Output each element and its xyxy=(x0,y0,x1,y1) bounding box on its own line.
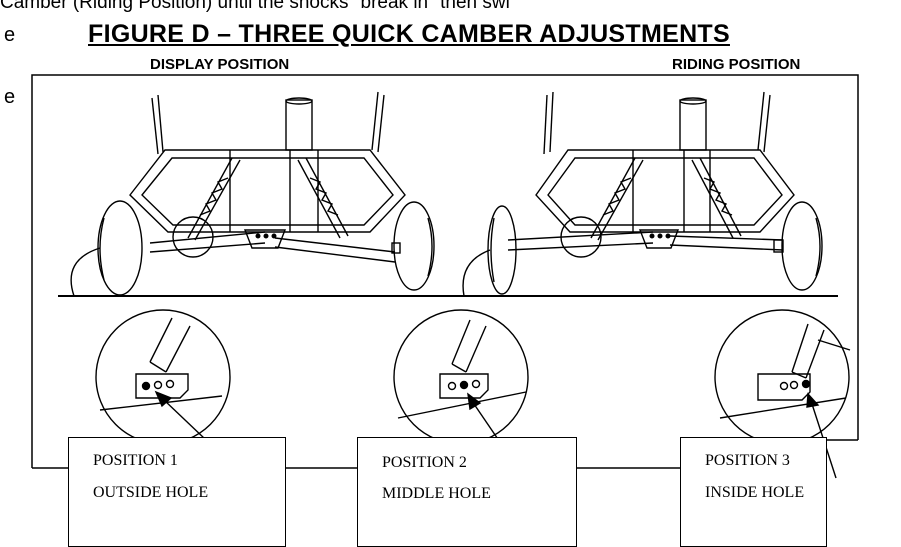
position-2-hole: MIDDLE HOLE xyxy=(382,485,491,502)
position-2-callout: POSITION 2 MIDDLE HOLE xyxy=(357,437,577,547)
figure-frame xyxy=(31,74,859,468)
position-3-hole: INSIDE HOLE xyxy=(705,484,805,501)
position-1-hole: OUTSIDE HOLE xyxy=(93,484,209,501)
position-1-callout: POSITION 1 OUTSIDE HOLE xyxy=(68,437,286,547)
cut-off-text-fragment: e xyxy=(4,24,16,46)
riding-position-label: RIDING POSITION xyxy=(672,56,801,73)
position-3-callout: POSITION 3 INSIDE HOLE xyxy=(680,437,827,547)
position-3-title: POSITION 3 xyxy=(705,452,790,469)
position-2-title: POSITION 2 xyxy=(382,454,467,471)
riding-position-vehicle xyxy=(462,91,823,297)
position-1-title: POSITION 1 xyxy=(93,452,178,469)
cut-off-text-fragment: e xyxy=(4,86,16,108)
detail-position-2 xyxy=(393,309,529,445)
detail-position-1 xyxy=(95,309,231,445)
detail-position-3 xyxy=(714,309,851,445)
display-position-vehicle xyxy=(70,91,435,297)
cut-off-instruction-text: Camber (Riding Position) until the shock… xyxy=(0,0,510,13)
figure-title: FIGURE D – THREE QUICK CAMBER ADJUSTMENT… xyxy=(88,20,730,48)
display-position-label: DISPLAY POSITION xyxy=(150,56,290,73)
